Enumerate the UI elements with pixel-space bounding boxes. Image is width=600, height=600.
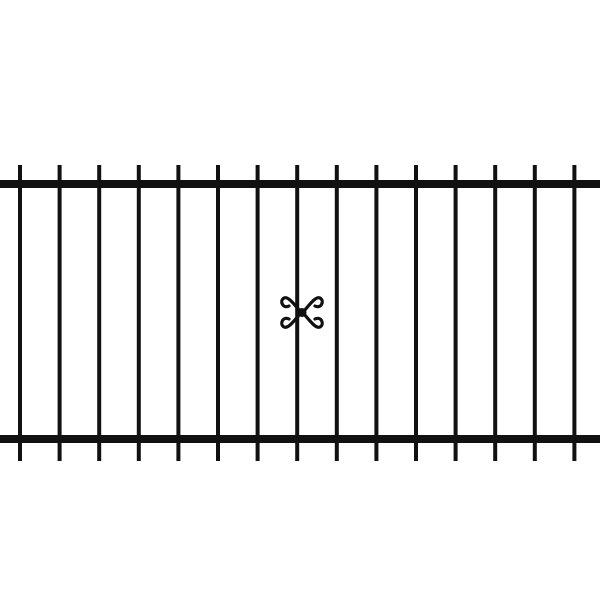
picket (493, 165, 498, 461)
picket (216, 165, 220, 461)
picket (136, 165, 141, 461)
picket (374, 165, 379, 461)
scroll-ornament-icon (280, 296, 324, 329)
picket (295, 165, 300, 461)
top-rail (0, 180, 600, 188)
rails-group (0, 180, 600, 443)
picket (532, 165, 537, 461)
ornament-knot (297, 308, 307, 317)
picket (57, 165, 62, 461)
picket (453, 165, 458, 461)
picket (414, 165, 418, 461)
picket (18, 165, 22, 461)
picket (572, 165, 577, 461)
picket (97, 165, 102, 461)
picket (176, 165, 181, 461)
pickets-group (18, 165, 577, 461)
picket (255, 165, 260, 461)
picket (334, 165, 339, 461)
bottom-rail (0, 435, 600, 443)
